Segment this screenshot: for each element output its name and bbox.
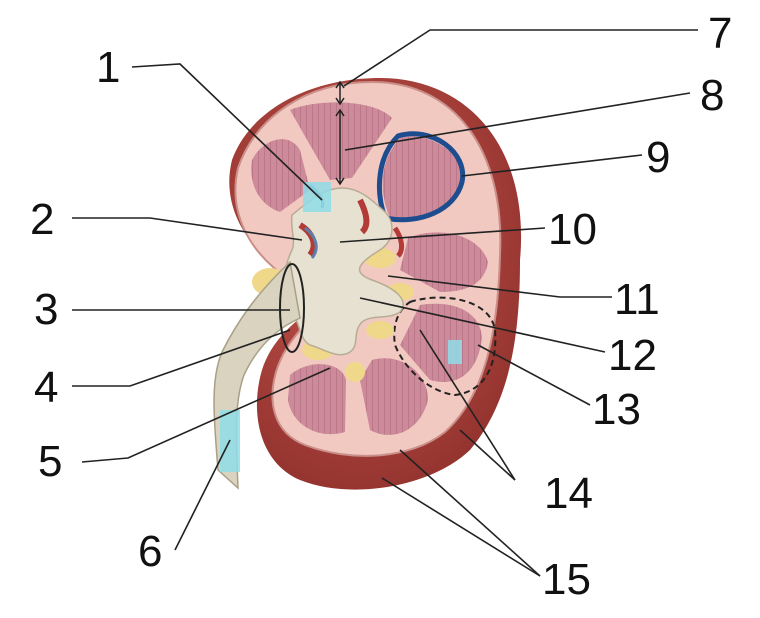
label-13: 13 <box>592 385 641 434</box>
label-5: 5 <box>38 437 62 486</box>
renal-hilum <box>279 263 305 353</box>
label-14: 14 <box>544 469 593 518</box>
pyramid <box>290 102 392 180</box>
label-6: 6 <box>138 527 162 576</box>
label-11: 11 <box>614 275 660 324</box>
pyramid <box>400 232 488 292</box>
renal-lobe-outline <box>393 296 497 397</box>
pyramid-highlighted <box>382 136 463 219</box>
label-15: 15 <box>542 555 591 604</box>
label-1: 1 <box>96 43 120 92</box>
pyramid <box>360 358 428 435</box>
leader-lines <box>72 29 698 577</box>
renal-pyramid-outline <box>376 131 466 223</box>
label-8: 8 <box>700 71 724 120</box>
thickness-arrows <box>335 80 345 186</box>
number-labels: 1 2 3 4 5 6 7 8 9 10 11 12 13 14 15 <box>30 9 732 604</box>
pyramid <box>251 139 310 212</box>
lobe-highlight <box>448 340 462 364</box>
label-12: 12 <box>608 331 657 380</box>
label-7: 7 <box>708 9 732 58</box>
label-10: 10 <box>548 205 597 254</box>
pyramid <box>288 364 346 435</box>
label-4: 4 <box>34 363 58 412</box>
medullary-pyramids <box>251 102 488 435</box>
label-2: 2 <box>30 195 54 244</box>
label-3: 3 <box>34 285 58 334</box>
label-9: 9 <box>646 133 670 182</box>
